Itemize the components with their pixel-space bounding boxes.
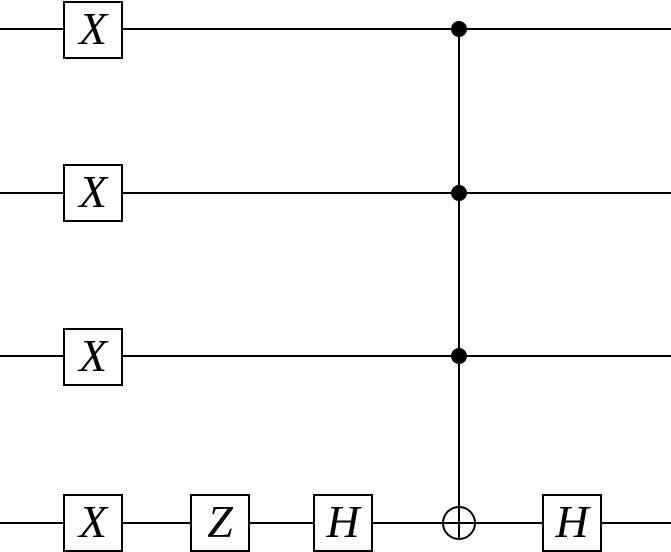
gate-h-qubit3-after-target: H — [542, 494, 602, 552]
qubit-wire-0 — [0, 28, 671, 30]
cnot-target-icon — [442, 506, 476, 540]
gate-h-qubit3-before-target: H — [313, 494, 373, 552]
control-dot-qubit0 — [451, 21, 467, 37]
gate-z-qubit3: Z — [190, 494, 250, 552]
gate-x-qubit0-label: X — [78, 2, 108, 54]
gate-z-qubit3-label: Z — [207, 495, 233, 547]
gate-x-qubit3: X — [63, 494, 123, 552]
gate-x-qubit3-label: X — [78, 495, 108, 547]
qubit-wire-2 — [0, 355, 671, 357]
gate-x-qubit0: X — [63, 1, 123, 59]
gate-x-qubit2: X — [63, 328, 123, 386]
qubit-wire-1 — [0, 192, 671, 194]
gate-h-qubit3-before-label: H — [326, 495, 360, 547]
gate-x-qubit1: X — [63, 164, 123, 222]
gate-h-qubit3-after-label: H — [555, 495, 589, 547]
control-connector-line — [458, 29, 460, 540]
gate-x-qubit2-label: X — [78, 329, 108, 381]
gate-x-qubit1-label: X — [78, 165, 108, 217]
control-dot-qubit2 — [451, 348, 467, 364]
control-dot-qubit1 — [451, 185, 467, 201]
